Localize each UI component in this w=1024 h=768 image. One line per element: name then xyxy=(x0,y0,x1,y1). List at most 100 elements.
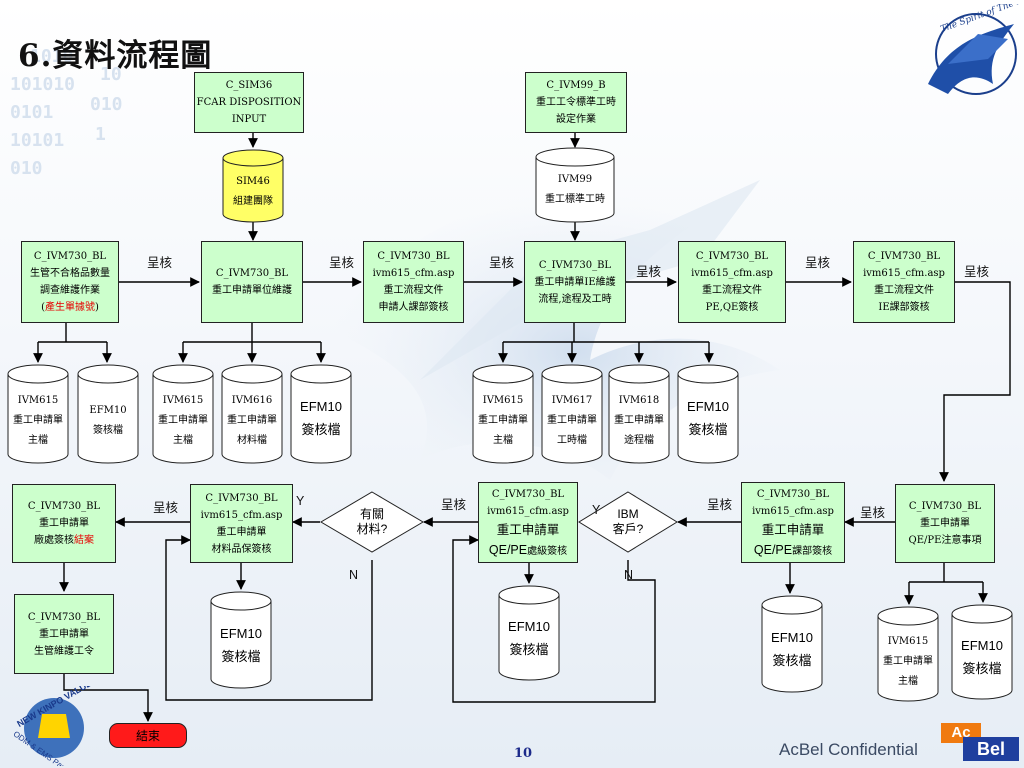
box-line: 重工申請單IE維護 xyxy=(534,276,616,288)
process-box-material-qa-sign: C_IVM730_BL ivm615_cfm.asp 重工申請單 材料品保簽核 xyxy=(190,484,293,563)
box-line: C_IVM730_BL xyxy=(491,488,565,500)
submit-label: 呈核 xyxy=(153,500,179,515)
box-line: C_IVM730_BL xyxy=(867,251,941,262)
yes-label: Y xyxy=(592,503,601,517)
box-line: 重工流程文件 xyxy=(874,285,934,296)
submit-label: 呈核 xyxy=(707,497,733,512)
cyl-line: 簽核檔 xyxy=(772,654,812,669)
datastore-ivm99-standard-hours: IVM99 重工標準工時 xyxy=(535,147,615,223)
submit-label: 呈核 xyxy=(805,255,831,270)
decision-line: 客戶? xyxy=(612,522,644,536)
cyl-line: SIM46 xyxy=(236,176,270,187)
datastore-ivm615-master: IVM615 重工申請單 主檔 xyxy=(7,364,69,464)
page-number: 10 xyxy=(514,746,533,761)
decision-ibm-text: IBM 客戶? xyxy=(596,507,660,537)
process-box-qe-pe-dept-sign: C_IVM730_BL ivm615_cfm.asp 重工申請單 QE/PE課部… xyxy=(741,482,845,563)
confidential-footer: AcBel Confidential xyxy=(779,740,918,759)
kinpo-logo: NEW KINPO VALUE ODM & EMS Partner xyxy=(4,678,104,768)
datastore-ivm615-master: IVM615 重工申請單 主檔 xyxy=(472,364,534,464)
box-line: INPUT xyxy=(231,114,267,125)
box-line: ivm615_cfm.asp xyxy=(691,268,773,279)
process-box-ie-maintenance: C_IVM730_BL 重工申請單IE維護 流程,途程及工時 xyxy=(524,241,626,323)
process-box-sim36-fcar-input: C_SIM36 FCAR DISPOSITION INPUT xyxy=(194,72,304,133)
eagle-icon: The Spirit of The Eagle xyxy=(928,0,1024,95)
process-box-qty-survey: C_IVM730_BL 生管不合格品數量 調查維護作業 (產生單據號) xyxy=(21,241,119,323)
box-line: IE課部簽核 xyxy=(878,302,930,313)
cyl-line: IVM618 xyxy=(618,395,660,406)
box-line-qe-pe: QE/PE處級簽核 xyxy=(488,542,568,557)
cyl-line: IVM617 xyxy=(551,395,593,406)
box-line: 重工申請單 xyxy=(39,518,89,529)
box-line: ivm615_cfm.asp xyxy=(487,505,569,517)
cyl-line: 簽核檔 xyxy=(509,643,549,658)
cyl-line: 重工申請單 xyxy=(227,415,277,426)
cyl-line: EFM10 xyxy=(771,630,813,645)
box-line: 重工流程文件 xyxy=(702,285,762,296)
submit-label: 呈核 xyxy=(441,497,467,512)
box-line: ivm615_cfm.asp xyxy=(863,268,945,279)
cyl-line: 重工申請單 xyxy=(158,415,208,426)
cyl-line: IVM615 xyxy=(17,395,59,406)
box-line: FCAR DISPOSITION xyxy=(196,97,302,108)
box-line-qe-pe: QE/PE課部簽核 xyxy=(753,542,833,557)
cyl-line: IVM615 xyxy=(887,636,929,647)
cyl-line: 途程檔 xyxy=(624,435,654,446)
process-box-production-maintain-order: C_IVM730_BL 重工申請單 生管維護工令 xyxy=(14,594,114,674)
cyl-line: 重工申請單 xyxy=(547,415,597,426)
acbel-logo: Ac Bel xyxy=(941,723,1019,763)
cyl-line: EFM10 xyxy=(220,626,262,641)
cyl-line: 重工申請單 xyxy=(13,415,63,426)
box-line: 重工申請單 xyxy=(39,628,89,640)
datastore-efm10-sign: EFM10 簽核檔 xyxy=(210,591,272,689)
box-line: ivm615_cfm.asp xyxy=(752,505,834,517)
submit-label: 呈核 xyxy=(489,255,515,270)
submit-label: 呈核 xyxy=(147,255,173,270)
box-line: 生管不合格品數量 xyxy=(30,268,110,279)
box-line: C_IVM730_BL xyxy=(33,251,107,262)
box-line: 流程,途程及工時 xyxy=(538,293,612,305)
cyl-line: 主檔 xyxy=(28,435,48,446)
decision-material-text: 有關 材料? xyxy=(340,507,404,537)
cyl-line: 簽核檔 xyxy=(688,423,728,438)
cyl-line: 主檔 xyxy=(898,676,918,687)
datastore-ivm618-routing: IVM618 重工申請單 途程檔 xyxy=(608,364,670,464)
box-line: 材料品保簽核 xyxy=(211,543,272,555)
box-line: QE/PE注意事項 xyxy=(908,535,982,546)
acbel-logo-bottom: Bel xyxy=(963,737,1019,761)
eagle-logo: The Spirit of The Eagle xyxy=(918,0,1024,110)
box-line: C_IVM99_B xyxy=(546,80,606,91)
cyl-line: IVM615 xyxy=(482,395,524,406)
box-line: C_IVM730_BL xyxy=(908,501,982,512)
submit-label: 呈核 xyxy=(860,505,886,520)
highlight-doc-number: 產生單據號 xyxy=(45,302,95,313)
datastore-sim46-team: SIM46 組建團隊 xyxy=(222,149,284,223)
process-box-unit-maintenance: C_IVM730_BL 重工申請單位維護 xyxy=(201,241,303,323)
box-line: C_SIM36 xyxy=(225,80,273,91)
box-line-doc-number: (產生單據號) xyxy=(41,302,99,313)
datastore-ivm615-master: IVM615 重工申請單 主檔 xyxy=(152,364,214,464)
box-line: 重工工令標準工時 xyxy=(536,97,616,108)
process-box-qe-pe-office-sign: C_IVM730_BL ivm615_cfm.asp 重工申請單 QE/PE處級… xyxy=(478,482,578,563)
datastore-efm10-sign: EFM10 簽核檔 xyxy=(290,364,352,464)
no-label: N xyxy=(624,568,634,582)
datastore-ivm616-material: IVM616 重工申請單 材料檔 xyxy=(221,364,283,464)
box-line: 重工申請單 xyxy=(761,522,825,537)
box-line: C_IVM730_BL xyxy=(215,268,289,279)
box-line: 調查維護作業 xyxy=(40,285,100,296)
highlight-close: 結案 xyxy=(74,535,94,546)
box-line: C_IVM730_BL xyxy=(538,259,612,271)
datastore-efm10-sign: EFM10 簽核檔 xyxy=(951,604,1013,700)
end-terminator: 結束 xyxy=(109,723,187,748)
submit-label: 呈核 xyxy=(636,264,662,279)
box-line-close: 廠處簽核結案 xyxy=(34,535,94,546)
box-line: 重工流程文件 xyxy=(383,285,444,296)
datastore-efm10-sign: EFM10 簽核檔 xyxy=(677,364,739,464)
cyl-line: 主檔 xyxy=(173,435,193,446)
cyl-line: IVM616 xyxy=(231,395,273,406)
decision-line: IBM xyxy=(617,507,639,521)
box-line: 重工申請單位維護 xyxy=(212,285,292,296)
box-line: 重工申請單 xyxy=(216,526,267,538)
box-line: 設定作業 xyxy=(556,114,596,125)
